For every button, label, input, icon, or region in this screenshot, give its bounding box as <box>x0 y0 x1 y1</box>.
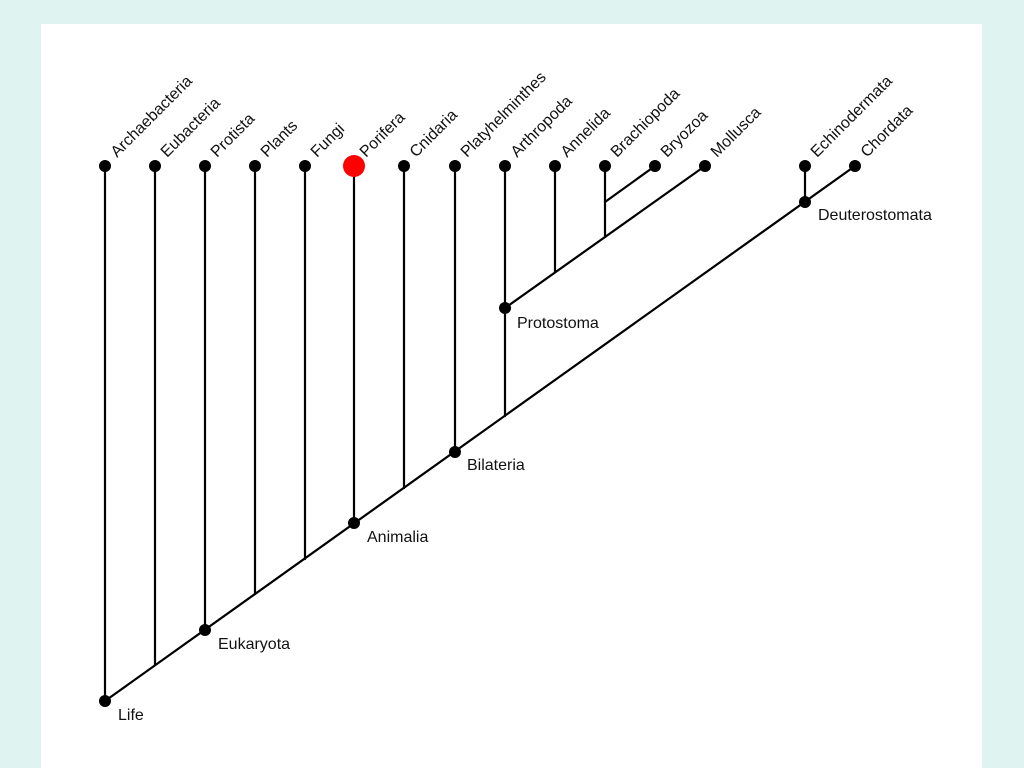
tip-label-bryozoa: Bryozoa <box>658 107 712 161</box>
tip-node-annelida <box>549 160 561 172</box>
tip-node-plants <box>249 160 261 172</box>
tip-node-echinodermata <box>799 160 811 172</box>
tip-node-porifera <box>343 155 365 177</box>
clade-label-life: Life <box>118 707 144 724</box>
tip-node-brachiopoda <box>599 160 611 172</box>
tip-label-cnidaria: Cnidaria <box>407 107 461 161</box>
clade-node-deuterostomata <box>799 196 811 208</box>
tip-label-porifera: Porifera <box>357 109 409 161</box>
clade-node-protostoma <box>499 302 511 314</box>
clade-label-deuterostomata: Deuterostomata <box>818 207 932 224</box>
tip-label-protista: Protista <box>208 110 258 160</box>
tip-node-archaebacteria <box>99 160 111 172</box>
clade-node-life <box>99 695 111 707</box>
tip-node-protista <box>199 160 211 172</box>
clade-node-animalia <box>348 517 360 529</box>
tip-node-mollusca <box>699 160 711 172</box>
tip-label-fungi: Fungi <box>308 121 348 161</box>
tree-branches <box>103 164 857 703</box>
tip-node-bryozoa <box>649 160 661 172</box>
tip-node-arthropoda <box>499 160 511 172</box>
tip-node-fungi <box>299 160 311 172</box>
tip-node-cnidaria <box>398 160 410 172</box>
clade-node-bilateria <box>449 446 461 458</box>
clade-node-eukaryota <box>199 624 211 636</box>
branch-line-0 <box>103 164 857 703</box>
tip-node-eubacteria <box>149 160 161 172</box>
branch-line-13 <box>603 164 657 204</box>
clade-label-animalia: Animalia <box>367 529 428 546</box>
tip-label-mollusca: Mollusca <box>708 104 765 161</box>
clade-label-eukaryota: Eukaryota <box>218 636 290 653</box>
tip-label-platyhelminthes: Platyhelminthes <box>458 69 550 161</box>
tree-nodes <box>99 155 861 707</box>
clade-label-bilateria: Bilateria <box>467 457 525 474</box>
tip-label-plants: Plants <box>258 117 301 160</box>
diagram-panel <box>41 24 982 768</box>
clade-label-protostoma: Protostoma <box>517 315 599 332</box>
tip-node-platyhelminthes <box>449 160 461 172</box>
tip-node-chordata <box>849 160 861 172</box>
